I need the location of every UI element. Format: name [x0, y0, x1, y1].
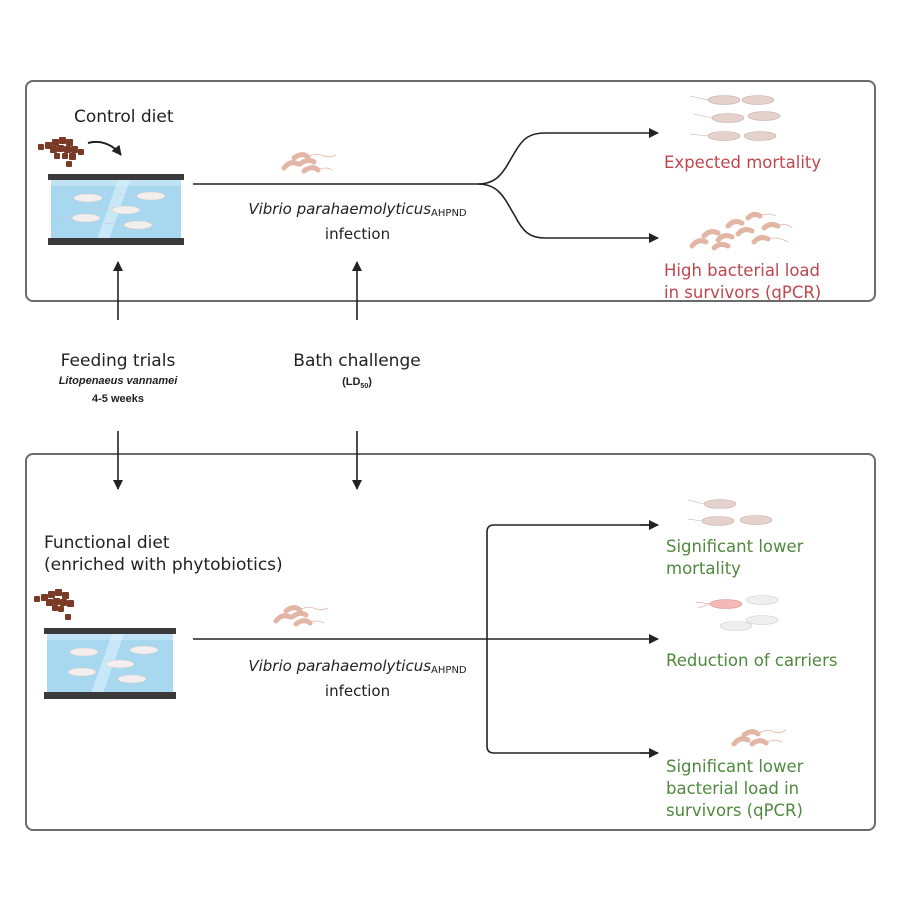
- feeding-species: Litopenaeus vannamei: [58, 375, 178, 387]
- aquarium-tank-icon: [44, 628, 176, 699]
- outcome-high-bacterial-load: High bacterial load in survivors (qPCR): [664, 261, 822, 302]
- feed-pellets-icon: [34, 589, 74, 620]
- bacteria-icon: [273, 605, 329, 627]
- bacteria-icon: [281, 152, 337, 174]
- pathogen-species: Vibrio parahaemolyticus: [248, 200, 432, 218]
- bacteria-cluster-icon: [689, 212, 793, 251]
- bacteria-icon: [731, 729, 787, 747]
- bath-challenge-title: Bath challenge: [293, 351, 421, 371]
- outcome-reduction-of-carriers: Reduction of carriers: [666, 651, 838, 670]
- functional-bracket-top: [486, 524, 658, 754]
- functional-infection-label: Vibrio parahaemolyticusAHPND infection: [200, 656, 515, 701]
- infection-suffix: infection: [324, 682, 391, 700]
- control-fork-upper: [477, 128, 659, 185]
- control-infection-label: Vibrio parahaemolyticusAHPND infection: [200, 199, 515, 244]
- feed-drop-arrow: [87, 140, 122, 156]
- control-diet-label: Control diet: [74, 107, 174, 127]
- aquarium-tank-icon: [48, 174, 184, 245]
- pathogen-strain: AHPND: [431, 665, 467, 676]
- dead-shrimp-group-icon: [689, 95, 781, 141]
- infection-suffix: infection: [324, 225, 391, 243]
- outcome-expected-mortality: Expected mortality: [664, 153, 822, 172]
- feeding-trials-title: Feeding trials: [60, 351, 176, 371]
- feeding-duration: 4-5 weeks: [92, 393, 144, 405]
- outcome-lower-mortality: Significant lower mortality: [666, 537, 804, 578]
- shrimp-group-icon: [688, 499, 773, 526]
- pathogen-species: Vibrio parahaemolyticus: [248, 657, 432, 675]
- control-fork-lower: [477, 183, 659, 243]
- shrimp-carriers-icon: [696, 595, 779, 631]
- bath-challenge-dose: (LD50): [342, 376, 372, 391]
- functional-diet-label: Functional diet (enriched with phytobiot…: [44, 533, 283, 575]
- outcome-lower-bacterial-load: Significant lower bacterial load in surv…: [666, 757, 804, 820]
- pathogen-strain: AHPND: [431, 208, 467, 219]
- feed-pellets-icon: [38, 137, 84, 167]
